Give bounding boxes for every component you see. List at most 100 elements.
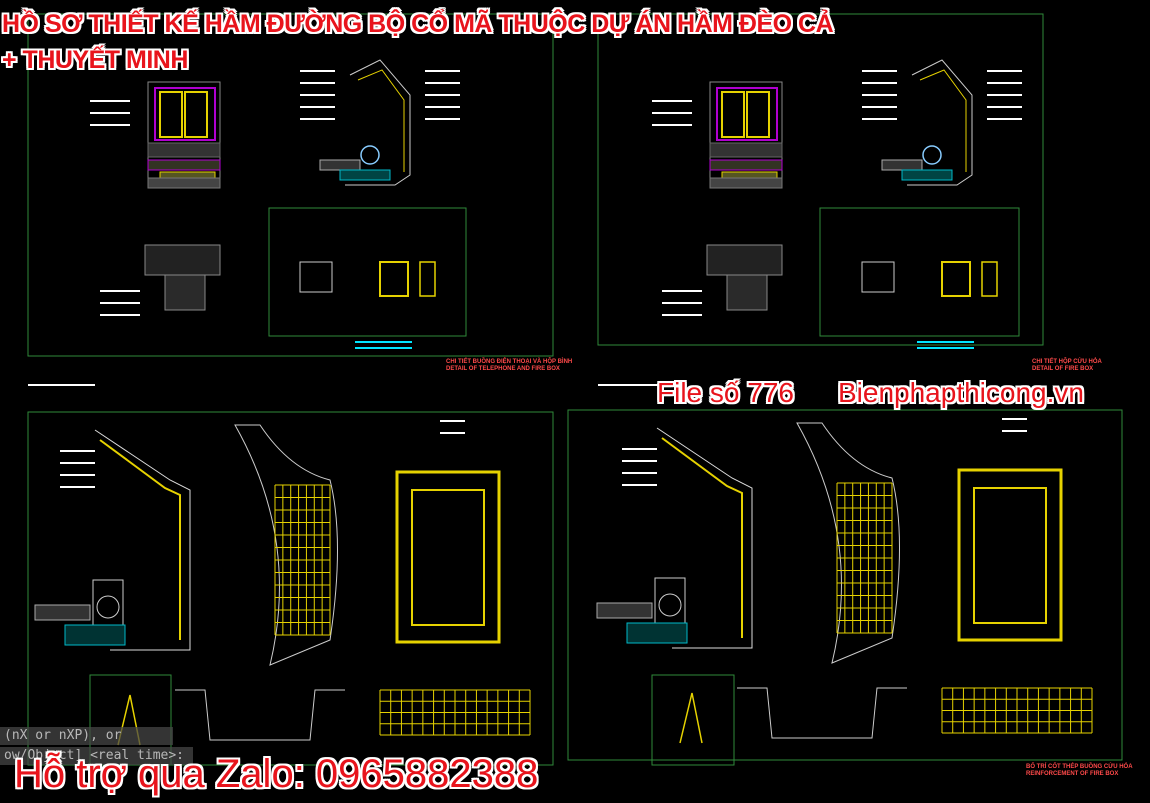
website-label: Bienphapthicong.vn	[838, 377, 1084, 408]
file-number-label: File số 776	[657, 377, 794, 408]
curved-shell-outline	[234, 424, 338, 666]
section-block	[706, 244, 783, 276]
caption-line-vi: CHI TIẾT HỘP CỨU HỎA	[1032, 359, 1102, 365]
tunnel-niche-section	[656, 427, 753, 649]
annotation-label	[425, 118, 460, 120]
road-layer	[159, 171, 216, 179]
caption-line-en: REINFORCEMENT OF FIRE BOX	[1026, 771, 1119, 777]
pit-section	[175, 689, 345, 741]
annotation-label	[652, 100, 692, 102]
shell-rebar-grid	[836, 482, 893, 634]
fire-box-side	[981, 261, 998, 297]
annotation-label	[90, 100, 130, 102]
tunnel-wall-section	[345, 59, 411, 186]
booth-panel	[154, 87, 216, 141]
annotation-label	[987, 106, 1022, 108]
road-layer	[721, 171, 778, 179]
plan-rebar-grid	[379, 689, 531, 736]
caption-telephone-box: CHI TIẾT BUỒNG ĐIỆN THOẠI VÀ HỘP BÌNH DE…	[446, 359, 572, 373]
drain-pipe	[360, 145, 380, 165]
tunnel-wall-section	[907, 59, 973, 186]
road-layer	[709, 159, 783, 171]
command-line-prompt[interactable]: ow/Object] <real time>:	[0, 747, 193, 765]
booth-panel	[716, 87, 778, 141]
road-layer	[147, 177, 221, 189]
shell-rebar-grid	[274, 484, 331, 636]
pit-section	[737, 687, 907, 739]
annotation-label	[622, 472, 657, 474]
document-title: HỒ SƠ THIẾT KẾ HẦM ĐƯỜNG BỘ CỔ MÃ THUỘC …	[2, 10, 834, 38]
road-layer	[147, 142, 221, 158]
annotation-label	[300, 118, 335, 120]
caption-fire-box: CHI TIẾT HỘP CỨU HỎA DETAIL OF FIRE BOX	[1032, 359, 1102, 373]
drain-pipe	[96, 595, 120, 619]
annotation-label	[987, 94, 1022, 96]
annotation-label	[300, 106, 335, 108]
kerb	[319, 159, 361, 171]
annotation-label	[662, 302, 702, 304]
annotation-label	[862, 94, 897, 96]
caption-line-en: DETAIL OF TELEPHONE AND FIRE BOX	[446, 366, 560, 372]
curved-shell-outline	[796, 422, 900, 664]
annotation-label	[440, 420, 465, 422]
annotation-label	[300, 82, 335, 84]
annotation-label	[662, 314, 702, 316]
caption-line-en: DETAIL OF FIRE BOX	[1032, 366, 1094, 372]
kerb	[34, 604, 91, 621]
fire-box-front	[861, 261, 895, 293]
road-layer	[709, 142, 783, 158]
annotation-label	[440, 432, 465, 434]
tunnel-wall-rebar	[919, 69, 967, 172]
rebar-cage-inner	[973, 487, 1047, 624]
detail-frame-fire-box	[819, 207, 1020, 337]
section-block	[144, 244, 221, 276]
annotation-label	[1002, 418, 1027, 420]
small-detail-rebar	[679, 692, 703, 744]
tunnel-niche-section	[94, 429, 191, 651]
annotation-label	[425, 70, 460, 72]
tunnel-wall-rebar	[357, 69, 405, 172]
annotation-label	[622, 484, 657, 486]
annotation-label	[60, 462, 95, 464]
fire-box-side	[419, 261, 436, 297]
sheet-frame-bottom-left	[27, 411, 554, 766]
road-layer	[709, 177, 783, 189]
fire-box-cabinet	[941, 261, 971, 297]
annotation-label	[1002, 430, 1027, 432]
rebar-cage-outer	[395, 470, 501, 644]
plan-rebar-grid	[941, 687, 1093, 734]
command-line-history: (nX or nXP), or	[0, 727, 173, 745]
document-subtitle: + THUYẾT MINH	[2, 46, 188, 74]
annotation-label	[425, 94, 460, 96]
support-contact-label: Hỗ trợ qua Zalo: 0965882388	[14, 752, 539, 796]
annotation-label	[862, 82, 897, 84]
rebar-cage-outer	[957, 468, 1063, 642]
annotation-label	[90, 112, 130, 114]
annotation-label	[622, 460, 657, 462]
drainage-channel	[64, 624, 126, 646]
annotation-label	[862, 106, 897, 108]
annotation-label	[60, 486, 95, 488]
drainage-channel	[626, 622, 688, 644]
sheet-frame-top-right	[597, 13, 1044, 346]
kerb	[881, 159, 923, 171]
sheet-frame-top-left	[27, 13, 554, 357]
caption-line-vi: CHI TIẾT BUỒNG ĐIỆN THOẠI VÀ HỘP BÌNH	[446, 359, 573, 365]
booth-door	[159, 91, 183, 138]
annotation-label	[862, 118, 897, 120]
annotation-label	[425, 82, 460, 84]
annotation-label	[60, 474, 95, 476]
detail-frame-small	[89, 674, 172, 766]
booth-door	[721, 91, 745, 138]
annotation-label	[60, 450, 95, 452]
road-layer	[147, 159, 221, 171]
fire-box-cabinet	[379, 261, 409, 297]
section-pit	[726, 274, 768, 311]
booth-door	[184, 91, 208, 138]
section-pit	[164, 274, 206, 311]
annotation-label	[100, 290, 140, 292]
detail-frame-small	[651, 674, 735, 766]
annotation-label	[425, 106, 460, 108]
fire-box-front	[299, 261, 333, 293]
